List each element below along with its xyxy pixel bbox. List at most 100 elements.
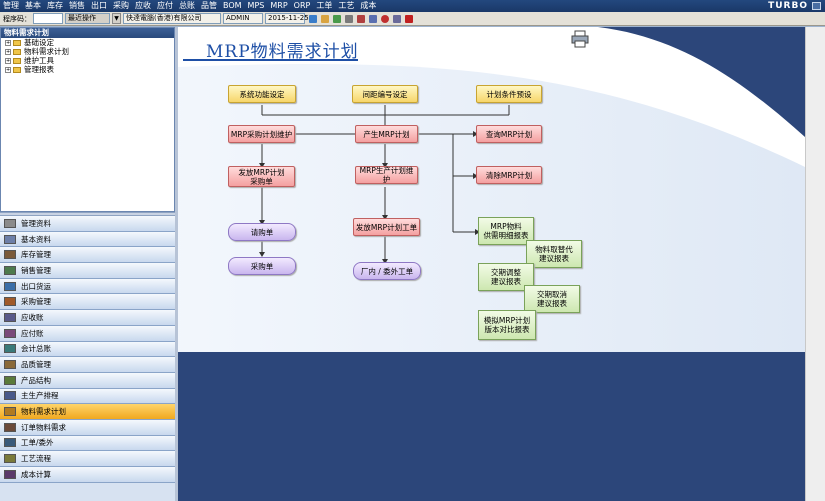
report-icon[interactable] — [357, 14, 365, 23]
module-icon — [4, 454, 16, 464]
refresh-icon[interactable] — [333, 14, 341, 23]
module-item[interactable]: 产品结构 — [0, 372, 175, 389]
vertical-splitter[interactable] — [175, 27, 178, 501]
module-label: 成本计算 — [21, 469, 51, 479]
tree-header: 物料需求计划 — [1, 28, 174, 38]
menu-item-0[interactable]: 管理 — [3, 1, 19, 10]
report-substitute-line1: 物料取替代 — [535, 245, 573, 254]
report-delivery-cancel[interactable]: 交期取消 建议报表 — [524, 285, 580, 313]
tree-node[interactable]: + 维护工具 — [1, 56, 174, 65]
date-field: 2015-11-25 — [265, 13, 309, 24]
expand-icon[interactable]: + — [5, 66, 11, 73]
menu-item-16[interactable]: 成本 — [360, 1, 377, 10]
node-mrp-production-plan[interactable]: MRP生产计划维护 — [355, 166, 418, 184]
menu-item-13[interactable]: ORP — [293, 1, 311, 10]
module-item[interactable]: 订单物料需求 — [0, 419, 175, 436]
calculator-icon[interactable] — [345, 14, 353, 23]
help-icon[interactable] — [309, 14, 317, 23]
open-icon[interactable] — [321, 14, 329, 23]
node-generate-mrp[interactable]: 产生MRP计划 — [355, 125, 418, 143]
module-label: 采购管理 — [21, 297, 51, 307]
menu-item-12[interactable]: MRP — [270, 1, 288, 10]
module-label: 品质管理 — [21, 360, 51, 370]
settings-icon[interactable] — [393, 14, 401, 23]
report-cancel-line1: 交期取消 — [537, 290, 567, 299]
menu-item-9[interactable]: 品管 — [201, 1, 217, 10]
tree-node[interactable]: + 物料需求计划 — [1, 47, 174, 56]
menu-item-8[interactable]: 总账 — [179, 1, 195, 10]
menu-item-6[interactable]: 应收 — [135, 1, 151, 10]
module-item[interactable]: 工单/委外 — [0, 435, 175, 452]
module-item[interactable]: 应付账 — [0, 325, 175, 342]
report-mrp-simulation-compare[interactable]: 模拟MRP计划 版本对比报表 — [478, 310, 536, 340]
panel-splitter[interactable] — [0, 212, 175, 216]
tree-node-label: 基础设定 — [24, 38, 54, 47]
module-item[interactable]: 应收账 — [0, 310, 175, 326]
printer-icon[interactable] — [571, 30, 589, 48]
module-item[interactable]: 采购管理 — [0, 294, 175, 311]
module-label: 物料需求计划 — [21, 407, 66, 417]
minimize-button[interactable] — [812, 2, 821, 10]
expand-icon[interactable]: + — [5, 48, 11, 55]
node-issue-mrp-work-order[interactable]: 发放MRP计划工单 — [353, 218, 420, 236]
report-mrp-supply-demand[interactable]: MRP物料 供需明细报表 — [478, 217, 534, 245]
node-purchase-order[interactable]: 采购单 — [228, 257, 296, 275]
module-label: 出口货运 — [21, 281, 51, 291]
module-item[interactable]: 基本资料 — [0, 231, 175, 248]
node-mrp-purchase-plan[interactable]: MRP采购计划维护 — [228, 125, 295, 143]
menu-item-14[interactable]: 工单 — [316, 1, 333, 10]
report-sim-line2: 版本对比报表 — [484, 325, 530, 334]
module-icon — [4, 297, 16, 307]
module-label: 管理资料 — [21, 218, 51, 228]
module-list: 管理资料基本资料库存管理销售管理出口货运采购管理应收账应付账会计总账品质管理产品… — [0, 216, 175, 501]
module-item[interactable]: 主生产排程 — [0, 388, 175, 405]
node-system-function-setup[interactable]: 系统功能设定 — [228, 85, 296, 103]
expand-icon[interactable]: + — [5, 57, 11, 64]
expand-icon[interactable]: + — [5, 39, 11, 46]
report-material-substitute[interactable]: 物料取替代 建议报表 — [526, 240, 582, 268]
menu-item-4[interactable]: 出口 — [91, 1, 107, 10]
module-item[interactable]: 管理资料 — [0, 216, 175, 232]
module-icon — [4, 375, 16, 385]
menu-item-15[interactable]: 工艺 — [338, 1, 355, 10]
node-interval-code-setup[interactable]: 间距编号设定 — [352, 85, 418, 103]
module-icon — [4, 328, 16, 338]
vertical-scrollbar[interactable] — [805, 27, 825, 501]
node-clear-mrp[interactable]: 清除MRP计划 — [476, 166, 542, 184]
stop-icon[interactable] — [381, 14, 389, 23]
menu-item-5[interactable]: 采购 — [113, 1, 129, 10]
node-factory-outsource-order[interactable]: 厂内 / 委外工单 — [353, 262, 421, 280]
node-plan-condition-preset[interactable]: 计划条件预设 — [476, 85, 542, 103]
module-item[interactable]: 销售管理 — [0, 263, 175, 279]
module-item[interactable]: 成本计算 — [0, 467, 175, 483]
node-query-mrp[interactable]: 查询MRP计划 — [476, 125, 542, 143]
tree-node[interactable]: +管理报表 — [1, 65, 174, 74]
tree-node-label: 维护工具 — [24, 56, 54, 65]
menu-item-7[interactable]: 应付 — [157, 1, 173, 10]
menu-item-11[interactable]: MPS — [247, 1, 265, 10]
module-item[interactable]: 出口货运 — [0, 278, 175, 295]
node-issue-mrp-purchase[interactable]: 发放MRP计划 采购单 — [228, 166, 295, 187]
recent-ops-dropdown[interactable]: 最近操作 — [65, 13, 110, 24]
mail-icon[interactable] — [369, 14, 377, 23]
module-label: 订单物料需求 — [21, 422, 66, 432]
close-icon[interactable] — [405, 14, 413, 23]
tree-node[interactable]: + 基础设定 — [1, 38, 174, 47]
module-item[interactable]: 工艺流程 — [0, 451, 175, 467]
module-item[interactable]: 物料需求计划 — [0, 404, 175, 420]
tree-node-label: 物料需求计划 — [24, 47, 69, 56]
module-item[interactable]: 库存管理 — [0, 247, 175, 264]
menu-item-2[interactable]: 库存 — [47, 1, 63, 10]
module-item[interactable]: 品质管理 — [0, 357, 175, 373]
menu-item-1[interactable]: 基本 — [25, 1, 41, 10]
module-label: 会计总账 — [21, 344, 51, 354]
module-item[interactable]: 会计总账 — [0, 341, 175, 358]
module-icon — [4, 234, 16, 244]
program-code-input[interactable] — [33, 13, 63, 24]
node-requisition[interactable]: 请购单 — [228, 223, 296, 241]
menu-item-3[interactable]: 销售 — [69, 1, 85, 10]
report-adjust-line1: 交期调整 — [491, 268, 521, 277]
chevron-down-icon[interactable]: ▼ — [112, 13, 121, 24]
report-substitute-line2: 建议报表 — [539, 254, 569, 263]
menu-item-10[interactable]: BOM — [223, 1, 242, 10]
